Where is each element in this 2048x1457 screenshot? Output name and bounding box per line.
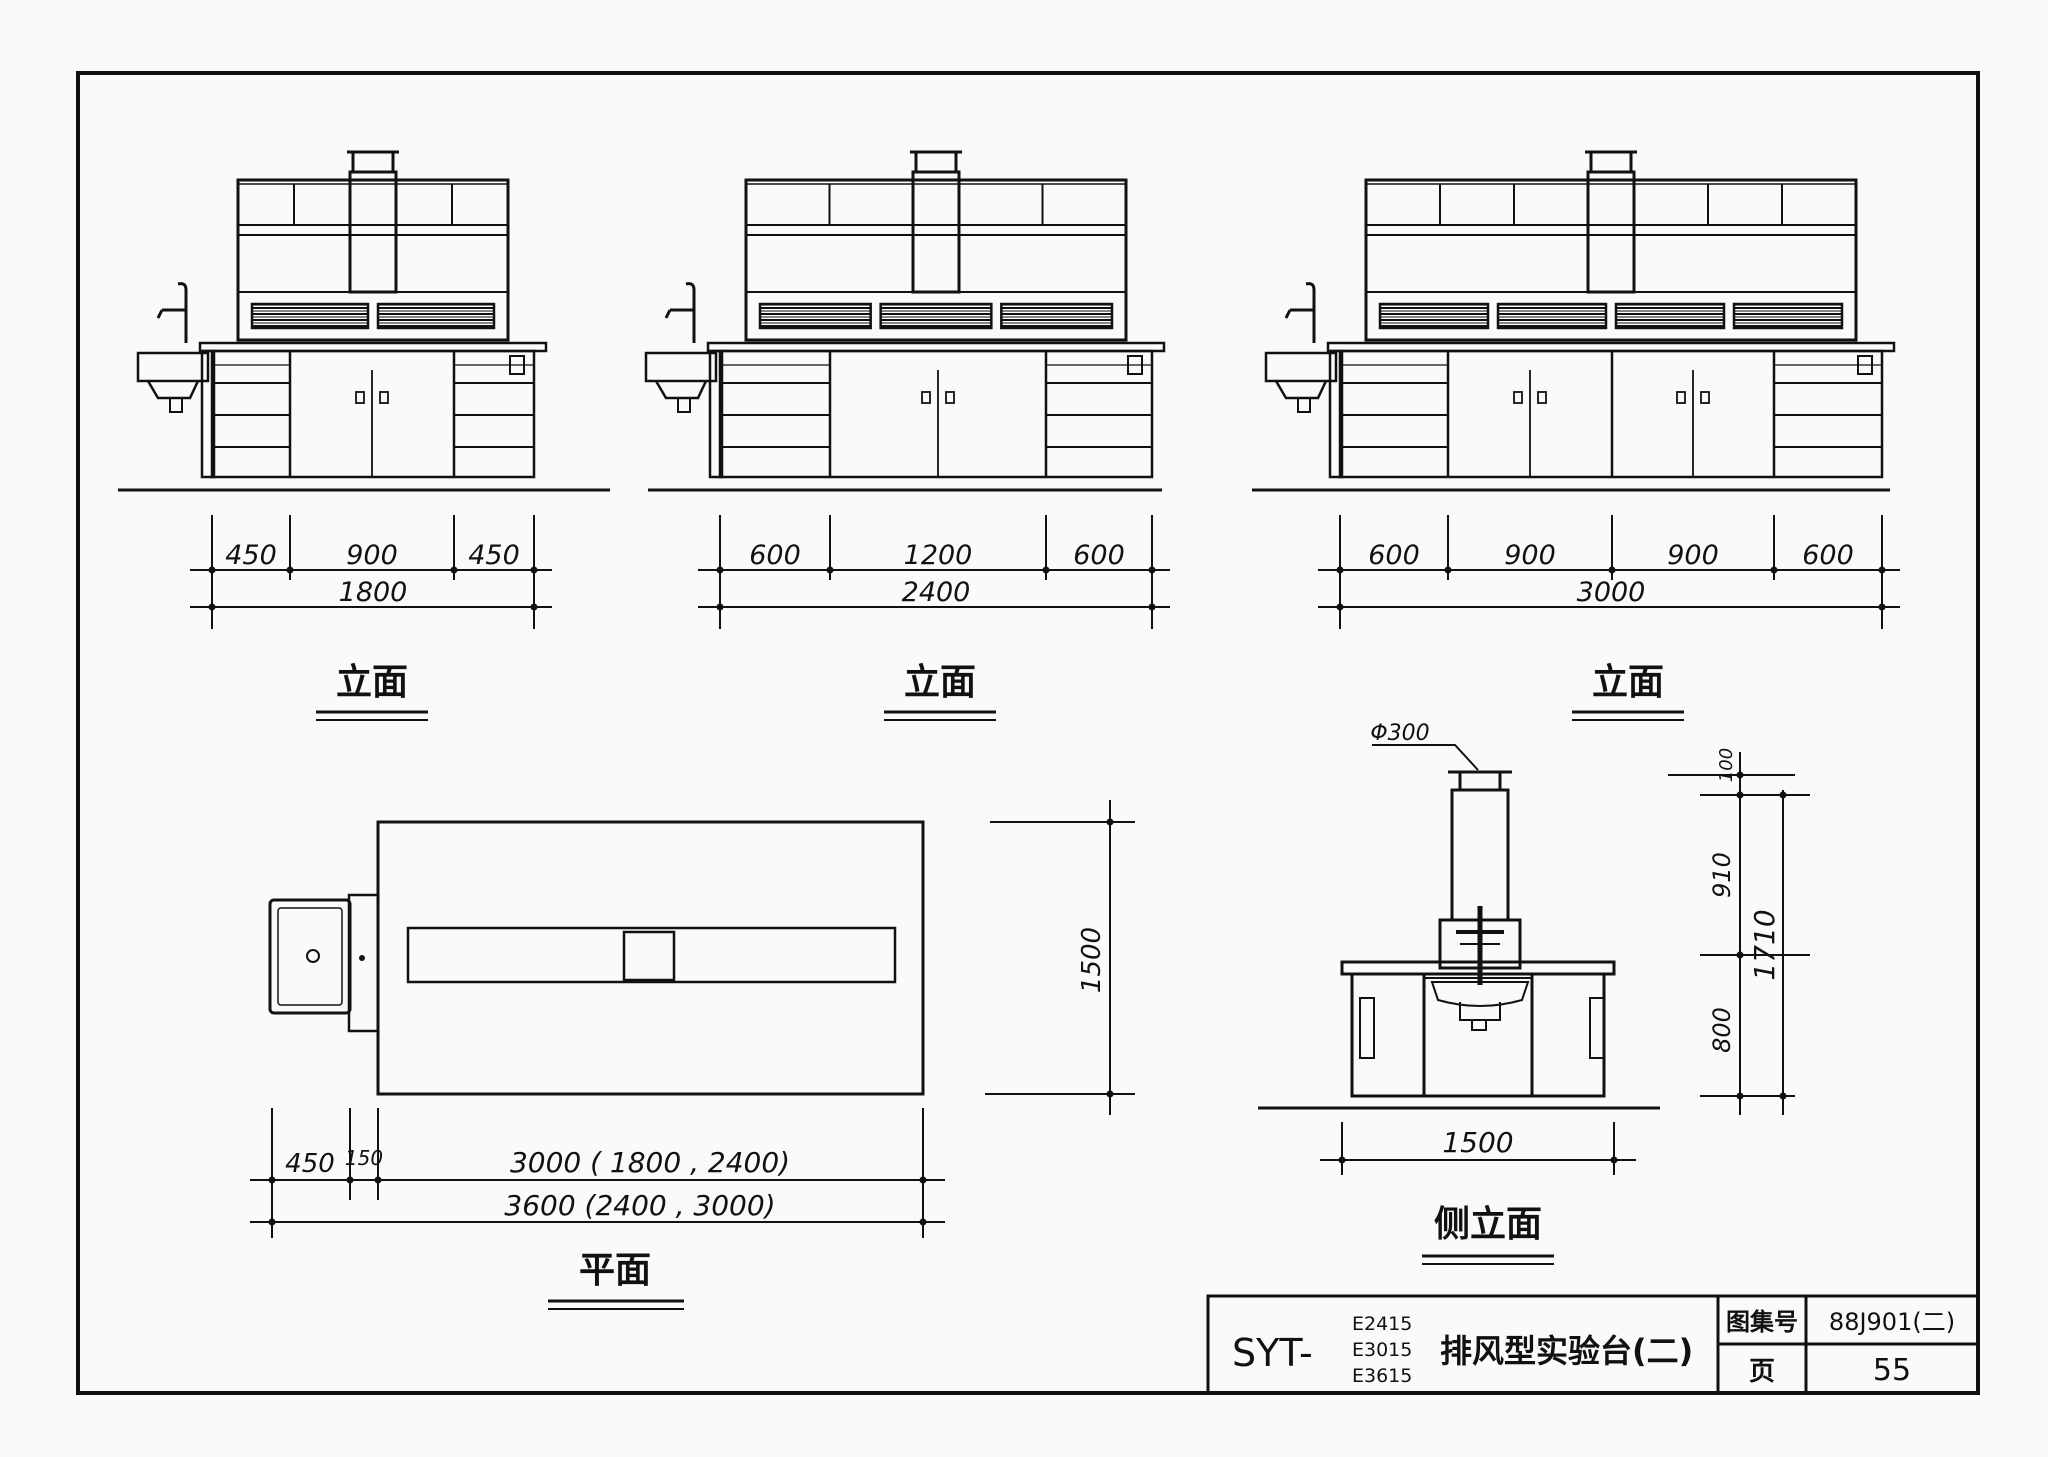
atlas-number-value: 88J901(二) <box>1829 1308 1955 1336</box>
elevation-2-dim-segment: 1200 <box>904 540 973 571</box>
atlas-number-label: 图集号 <box>1726 1308 1798 1336</box>
elevation-1: 450 900 450 1800 <box>118 150 610 629</box>
elevation-2-grille <box>1000 302 1114 330</box>
elevation-1-dim-total: 1800 <box>339 577 408 608</box>
elevation-3-dim-segment: 600 <box>1802 540 1854 571</box>
elevation-3-title: 立面 <box>1592 662 1664 703</box>
plan-bench-outline <box>376 820 925 1096</box>
side-duct-label: Φ300 <box>1370 721 1429 746</box>
elevation-1-grille <box>250 302 370 330</box>
elevation-3-grille <box>1496 302 1608 330</box>
elevation-1-title: 立面 <box>336 662 408 703</box>
plan-sink-housing <box>347 893 380 1033</box>
side-duct <box>1450 788 1510 922</box>
elevation-1-dim-segment: 450 <box>225 540 277 571</box>
title-model-1: E2415 <box>1352 1313 1412 1335</box>
elevation-2-grille <box>758 302 872 330</box>
drawing-name: 排风型实验台(二) <box>1440 1332 1693 1370</box>
side-worktop <box>1340 960 1616 976</box>
plan-dim-left: 450 <box>285 1149 335 1179</box>
elevation-3-dim-segment: 600 <box>1368 540 1420 571</box>
title-model-3: E3615 <box>1352 1365 1412 1387</box>
elevation-views: 450 900 450 1800 600 1200 600 2400 600 900 900 600 3… <box>118 150 1900 629</box>
plan-dim-height: 1500 <box>1077 927 1107 993</box>
elevation-1-sink <box>136 351 210 383</box>
elevation-2: 600 1200 600 2400 <box>644 150 1170 629</box>
elevation-3-sink <box>1264 351 1338 383</box>
plan-dim-top-row: 3000 ( 1800 , 2400) <box>510 1146 790 1179</box>
plan-duct-square <box>622 930 676 982</box>
elevation-3-grille <box>1732 302 1844 330</box>
title-model-2: E3015 <box>1352 1339 1412 1361</box>
elevation-2-duct <box>911 170 961 294</box>
side-dim-total: 1710 <box>1748 909 1781 980</box>
sheet-border <box>76 71 1980 1395</box>
page-number: 55 <box>1873 1353 1911 1388</box>
elevation-1-duct <box>348 170 398 294</box>
plan-title: 平面 <box>579 1250 651 1291</box>
plan-sink <box>268 898 352 1015</box>
side-dim-lower: 800 <box>1708 1007 1736 1053</box>
elevation-1-dim-segment: 900 <box>346 540 398 571</box>
side-title: 侧立面 <box>1434 1204 1542 1245</box>
elevation-3: 600 900 900 600 3000 <box>1252 150 1900 629</box>
side-dim-top: 100 <box>1716 748 1737 782</box>
elevation-2-dim-segment: 600 <box>1073 540 1125 571</box>
plan-sink-drain <box>306 949 320 963</box>
page-label: 页 <box>1749 1357 1775 1387</box>
elevation-1-grille <box>376 302 496 330</box>
title-model-prefix: SYT- <box>1232 1331 1313 1375</box>
elevation-3-dim-total: 3000 <box>1577 577 1646 608</box>
elevation-3-duct <box>1586 170 1636 294</box>
plan-dim-bottom-row: 3600 (2400 , 3000) <box>504 1189 775 1222</box>
side-dim-upper: 910 <box>1708 852 1736 898</box>
side-dim-width: 1500 <box>1442 1126 1513 1159</box>
elevation-3-dim-segment: 900 <box>1504 540 1556 571</box>
side-elevation-view: Φ300 100 910 1710 800 1500 侧 <box>1258 721 1810 1265</box>
plan-fume-strip <box>406 926 897 984</box>
elevation-3-grille <box>1378 302 1490 330</box>
elevation-3-grille <box>1614 302 1726 330</box>
plan-dim-small: 150 <box>345 1146 383 1170</box>
elevation-2-title: 立面 <box>904 662 976 703</box>
elevation-2-grille <box>879 302 993 330</box>
elevation-3-dim-segment: 900 <box>1667 540 1719 571</box>
elevation-1-dim-segment: 450 <box>468 540 520 571</box>
elevation-2-dim-segment: 600 <box>749 540 801 571</box>
elevation-2-sink <box>644 351 718 383</box>
plan-view: 1500 450 150 3000 ( 1800 , 2400) 3600 (2… <box>250 800 1135 1310</box>
title-block: SYT- E2415 E3015 E3615 排风型实验台(二) 图集号 88J… <box>1206 1294 1980 1395</box>
elevation-2-dim-total: 2400 <box>902 577 971 608</box>
